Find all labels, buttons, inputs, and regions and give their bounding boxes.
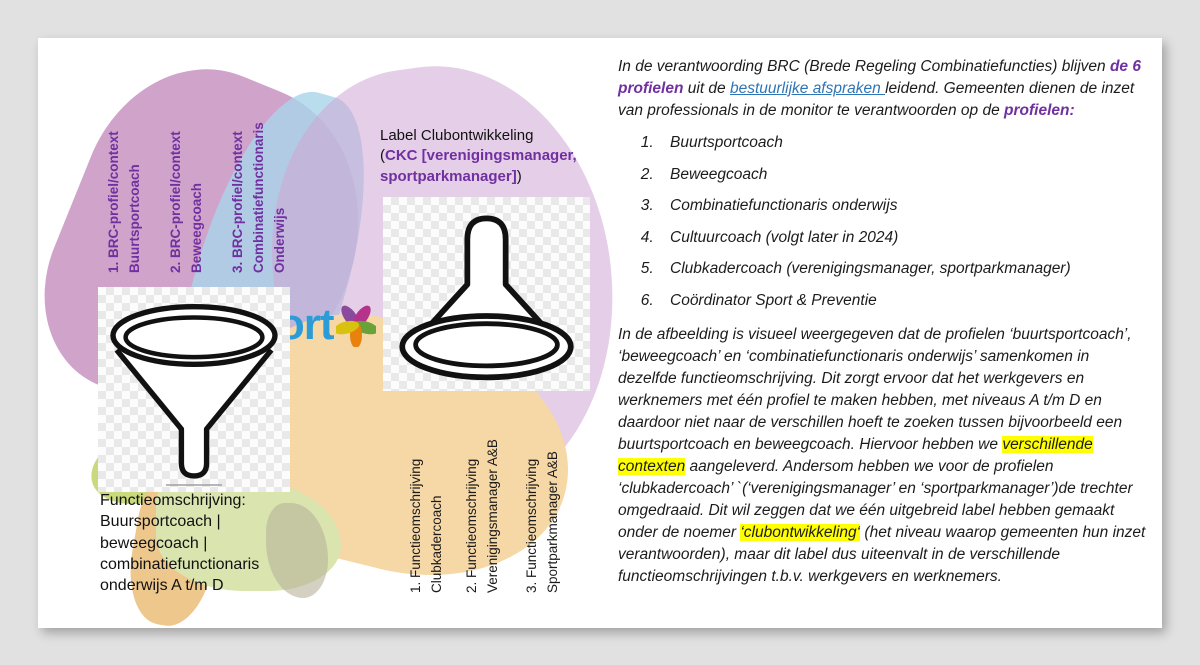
text-run: aangeleverd. Andersom hebben we voor de … [618, 457, 1133, 541]
funnel-up-icon [399, 215, 574, 381]
text-run: ‘clubontwikkeling‘ [740, 523, 861, 541]
bestuurlijke-afspraken-link[interactable]: bestuurlijke afspraken [729, 80, 886, 97]
label-functieomschrijving-clubkadercoach: 1. Functieomschrijving Clubkadercoach [408, 458, 444, 593]
label-brc-profiel-beweegcoach: 2. BRC-profiel/context Beweegcoach [168, 131, 204, 273]
document-page: port [38, 38, 1162, 628]
funnel-down-image [98, 287, 290, 492]
list-item: Clubkadercoach (verenigingsmanager, spor… [658, 258, 1146, 280]
funnel-up-image [383, 197, 590, 391]
flower-icon [335, 305, 376, 347]
list-item: Coördinator Sport & Preventie [658, 290, 1146, 312]
list-item: Cultuurcoach (volgt later in 2024) [658, 227, 1146, 249]
label-brc-profiel-buurtsportcoach: 1. BRC-profiel/context Buurtsportcoach [106, 131, 142, 273]
right-funnel-caption: Label Clubontwikkeling (CKC [verenigings… [380, 126, 588, 187]
text-run: In de afbeelding is visueel weergegeven … [618, 325, 1132, 453]
funnel-diagram: port [38, 38, 616, 628]
label-functieomschrijving-verenigingsmanager: 2. Functieomschrijving Verenigingsmanage… [464, 439, 500, 593]
profile-list: Buurtsportcoach Beweegcoach Combinatiefu… [618, 132, 1146, 312]
text-run: de 6 profielen [618, 58, 1141, 97]
text-run: Label Clubontwikkeling ( [380, 127, 534, 165]
paragraph-intro: In de verantwoording BRC (Brede Regeling… [618, 56, 1146, 122]
paragraph-explanation: In de afbeelding is visueel weergegeven … [618, 324, 1146, 588]
text-run: uit de [683, 80, 730, 97]
list-item: Beweegcoach [658, 164, 1146, 186]
image-watermark [166, 484, 222, 486]
text-run: ) [516, 167, 522, 185]
label-brc-profiel-combinatiefunctionaris: 3. BRC-profiel/context Combinatiefunctio… [230, 122, 287, 273]
article-text: In de verantwoording BRC (Brede Regeling… [618, 56, 1146, 598]
text-run: In de verantwoording BRC (Brede Regeling… [618, 58, 1110, 75]
text-run: profielen: [1004, 102, 1075, 119]
text-run: (het niveau waarop gemeenten hun inzet v… [618, 523, 1146, 585]
list-item: Combinatiefunctionaris onderwijs [658, 195, 1146, 217]
label-functieomschrijving-sportparkmanager: 3. Functieomschrijving Sportparkmanager … [524, 451, 560, 593]
text-run: CKC [verenigingsmanager, sportparkmanage… [380, 147, 577, 185]
text-run: leidend. Gemeenten dienen de inzet van p… [618, 80, 1135, 119]
left-funnel-caption: Functieomschrijving: Buursportcoach | be… [100, 492, 260, 595]
list-item: Buurtsportcoach [658, 132, 1146, 154]
funnel-down-icon [110, 304, 278, 479]
